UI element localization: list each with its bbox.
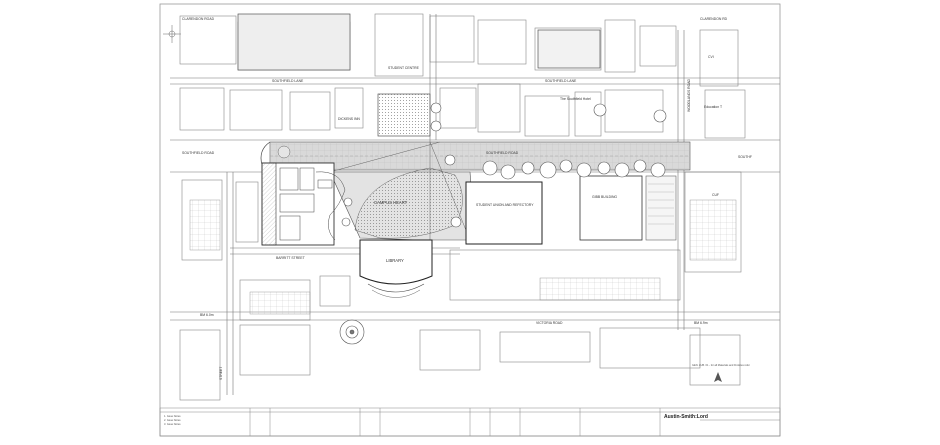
label-street: STREET xyxy=(219,367,223,380)
label-cvi: CVI xyxy=(708,55,714,59)
tree-icon xyxy=(277,145,291,159)
label-student-centre: STUDENT CENTRE xyxy=(388,66,420,70)
label-woodlands-road: WOODLANDS ROAD xyxy=(687,78,691,112)
label-southf: SOUTHF xyxy=(738,155,752,159)
map-labels: CLARENDON ROAD CLARENDON RD STUDENT CENT… xyxy=(182,17,752,380)
title-row-3: 3. Issue Notes xyxy=(164,422,181,426)
gibb-building xyxy=(579,175,643,241)
campus-heart-dotted-area xyxy=(354,167,463,239)
north-arrow-icon xyxy=(714,372,722,382)
label-southfield-hotel: The Southfield Hotel xyxy=(560,97,591,101)
label-barritt-street: BARRITT STREET xyxy=(276,256,305,260)
label-clarendon-rd: CLARENDON RD xyxy=(700,17,728,21)
label-southfield-lane-right: SOUTHFIELD LANE xyxy=(545,79,577,83)
label-victoria-road: VICTORIA ROAD xyxy=(536,321,563,325)
title-row-2: 2. Issue Notes xyxy=(164,418,181,422)
student-centre-courtyard xyxy=(377,93,431,137)
label-cuf: CUF xyxy=(712,193,719,197)
label-southfield-road-mid: SOUTHFIELD ROAD xyxy=(486,151,519,155)
library-building xyxy=(359,239,433,298)
building-block xyxy=(537,29,601,69)
title-block xyxy=(159,407,781,437)
brand-logo: Austin-Smith:Lord xyxy=(664,414,708,420)
label-library: LIBRARY xyxy=(386,258,404,263)
tree-row-icons xyxy=(341,102,667,228)
crosshair-icon xyxy=(163,25,181,43)
label-campus-heart: CAMPUS HEART xyxy=(374,200,408,205)
roundabout xyxy=(339,319,365,345)
label-southfield-lane-left: SOUTHFIELD LANE xyxy=(272,79,304,83)
plaza-path-lines xyxy=(329,140,471,241)
label-note: GEN. LUB. 01 - for all Materials and Fin… xyxy=(692,363,750,367)
label-student-union: STUDENT UNION AND REFECTORY xyxy=(476,203,534,207)
label-clarendon-road: CLARENDON ROAD xyxy=(182,17,215,21)
label-dickens-inn: DICKENS INN xyxy=(338,117,360,121)
label-education: Education T xyxy=(704,105,722,109)
title-row-1: 1. Issue Notes xyxy=(164,414,181,418)
label-bm-right: BM 6.9m xyxy=(694,321,708,325)
label-gibb-building: GIBB BUILDING xyxy=(592,195,617,199)
building-block xyxy=(237,13,351,71)
student-union-building xyxy=(465,181,543,245)
label-southfield-road-left: SOUTHFIELD ROAD xyxy=(182,151,215,155)
label-bm-left: BM 6.0m xyxy=(200,313,214,317)
